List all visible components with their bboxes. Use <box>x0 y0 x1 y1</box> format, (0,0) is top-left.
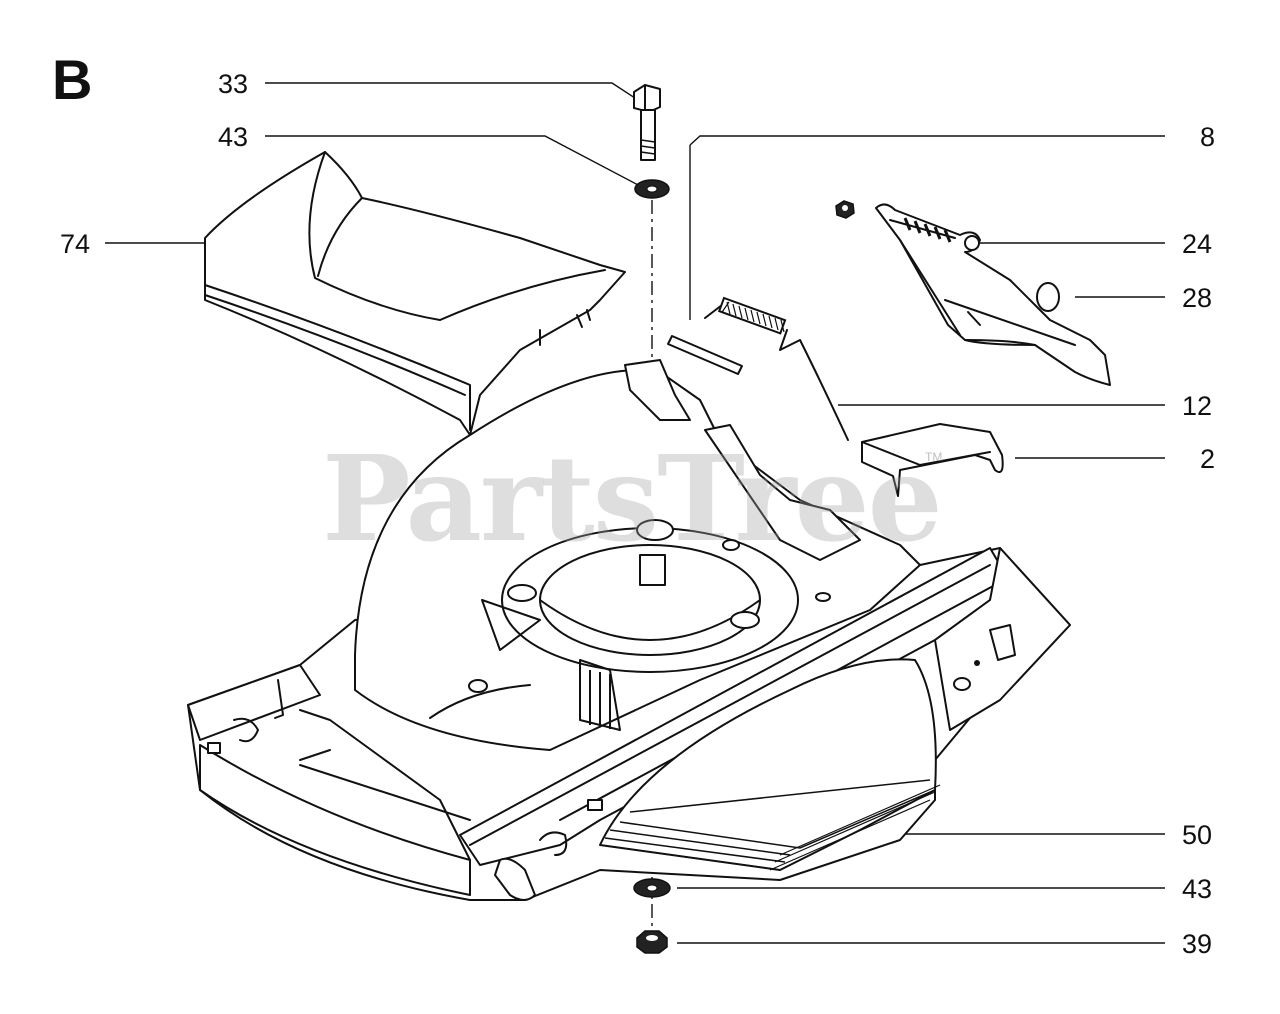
callout-39: 39 <box>1182 929 1213 959</box>
callout-43-top: 43 <box>218 122 249 152</box>
rod-8 <box>667 335 743 375</box>
rear-cover-74 <box>204 151 626 436</box>
callout-50: 50 <box>1182 820 1213 850</box>
mower-deck-50 <box>187 359 1071 901</box>
callout-12: 12 <box>1182 391 1213 421</box>
washer-43-bottom <box>633 878 671 898</box>
clip-28 <box>1036 282 1060 312</box>
callout-24: 24 <box>1182 229 1213 259</box>
washer-43-top <box>634 179 670 199</box>
nut-39 <box>636 930 668 954</box>
lever-24 <box>835 200 1111 386</box>
callout-74: 74 <box>60 229 91 259</box>
callout-33: 33 <box>218 69 249 99</box>
trademark-mark: TM <box>925 450 943 464</box>
watermark: PartsTree <box>322 429 943 568</box>
bolt-33 <box>633 84 661 161</box>
section-letter: B <box>52 48 93 111</box>
spring-12 <box>704 296 849 441</box>
callout-28: 28 <box>1182 283 1213 313</box>
bracket-2 <box>861 423 1004 497</box>
callout-8: 8 <box>1200 122 1216 152</box>
callout-2: 2 <box>1200 444 1216 474</box>
callout-43-bottom: 43 <box>1182 874 1213 904</box>
